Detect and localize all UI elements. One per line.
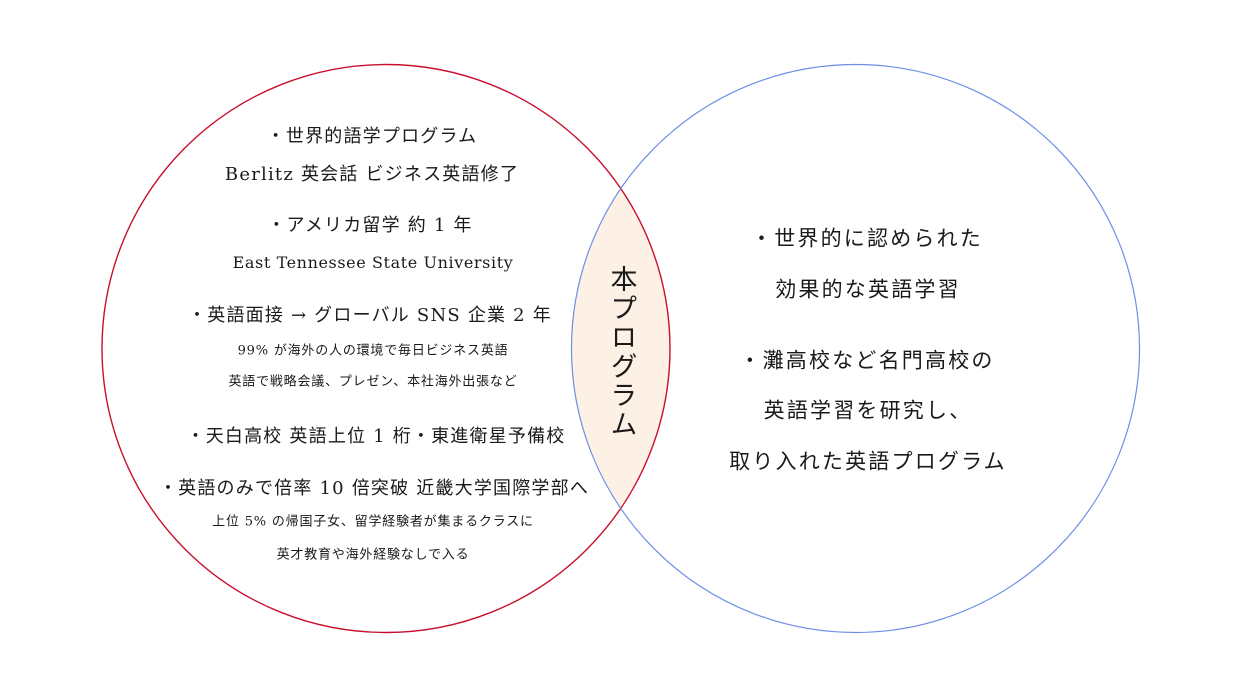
left-item-detail-3b: 英語で戦略会議、プレゼン、本社海外出張など <box>228 374 518 390</box>
left-item-detail-3a: 99% が海外の人の環境で毎日ビジネス英語 <box>237 343 509 359</box>
left-circle <box>101 63 671 634</box>
left-item-heading-2: ・アメリカ留学 約 1 年 <box>267 215 473 236</box>
right-item-detail-1: 効果的な英語学習 <box>775 277 961 302</box>
left-item-detail-2: East Tennessee State University <box>232 253 514 272</box>
right-item-detail-2b: 取り入れた英語プログラム <box>729 449 1007 474</box>
left-item-heading-3: ・英語面接 → グローバル SNS 企業 2 年 <box>188 305 552 326</box>
left-item-heading-4: ・天白高校 英語上位 1 桁・東進衛星予備校 <box>186 426 566 447</box>
left-item-heading-5: ・英語のみで倍率 10 倍突破 近畿大学国際学部へ <box>158 478 590 499</box>
left-item-detail-5b: 英才教育や海外経験なしで入る <box>276 547 470 563</box>
intersection-label: 本プログラム <box>605 265 637 439</box>
right-circle <box>570 63 1141 634</box>
left-item-detail-5a: 上位 5% の帰国子女、留学経験者が集まるクラスに <box>212 514 534 530</box>
right-item-detail-2a: 英語学習を研究し、 <box>763 398 973 423</box>
left-item-heading-1: ・世界的語学プログラム <box>266 126 478 147</box>
right-item-heading-2: ・灘高校など名門高校の <box>739 348 995 373</box>
right-item-heading-1: ・世界的に認められた <box>751 226 983 251</box>
left-item-detail-1: Berlitz 英会話 ビジネス英語修了 <box>224 164 520 185</box>
